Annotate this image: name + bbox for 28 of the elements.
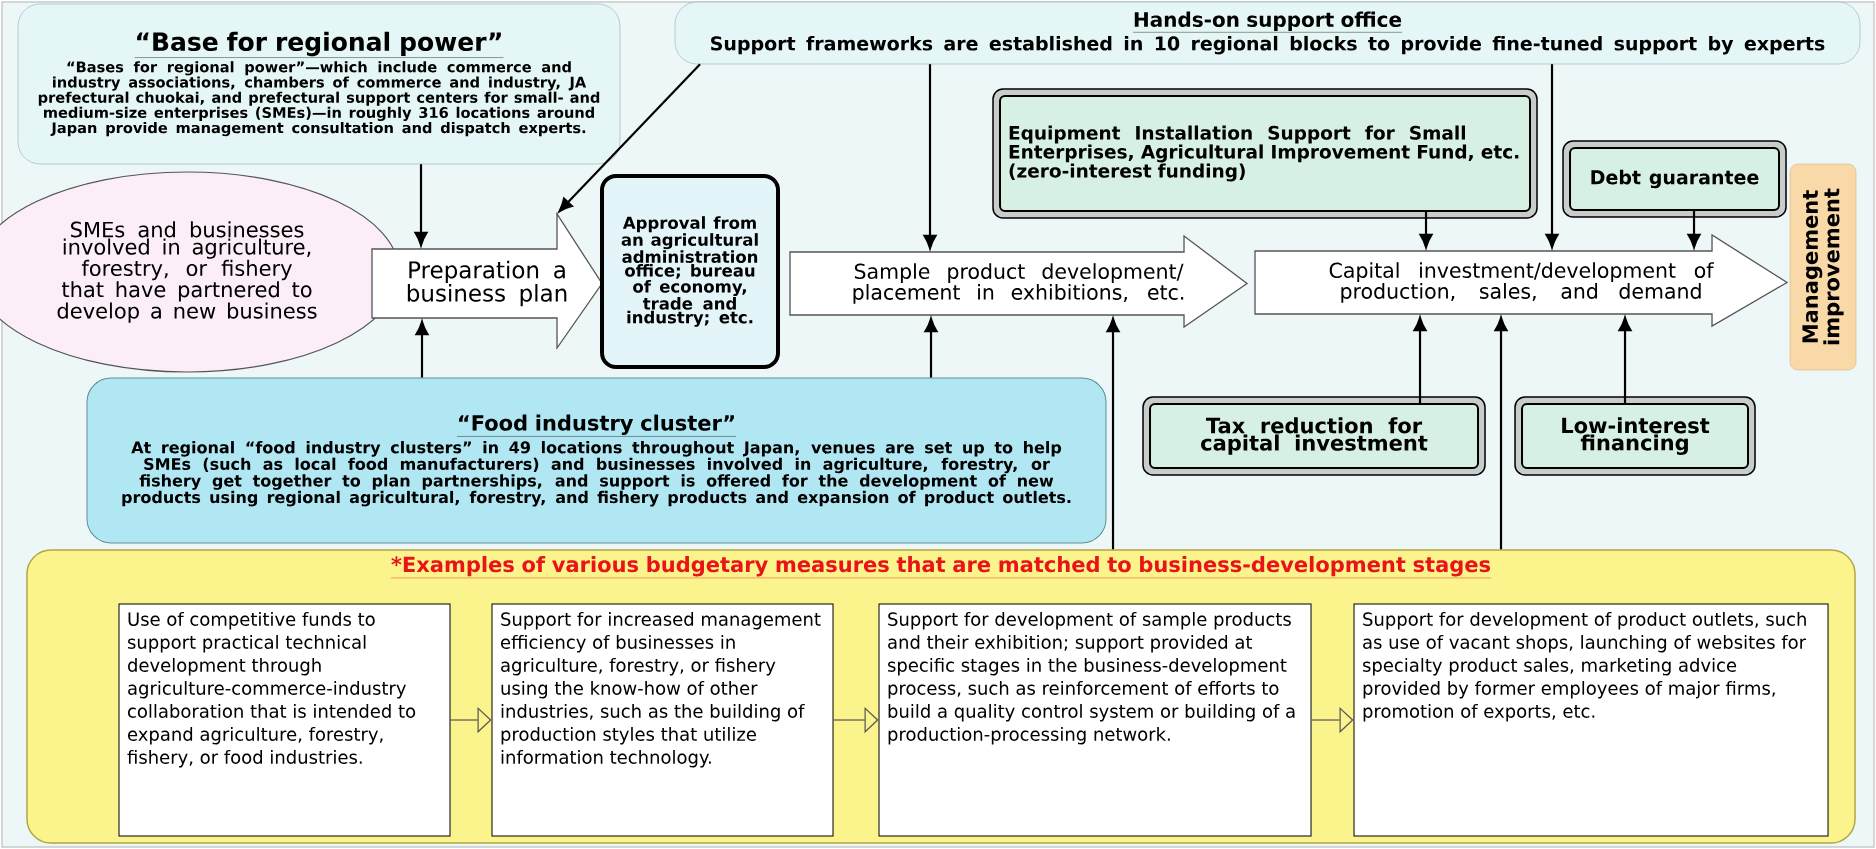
arrow bbox=[1106, 318, 1120, 550]
arrow bbox=[558, 63, 701, 213]
process-step: Preparation a business plan bbox=[371, 211, 603, 351]
arrow bbox=[923, 64, 937, 249]
support-box: Low-interest financing bbox=[1514, 396, 1756, 476]
arrow bbox=[1545, 64, 1559, 248]
text-box: Support for development of sample products and their exhibition; support provided at specific stages in the business-development process, such as reinforcement of efforts to build a quality control system or building of a production-processing network. bbox=[878, 603, 1312, 837]
arrow bbox=[1419, 212, 1433, 248]
arrow bbox=[1618, 317, 1632, 403]
support-box: Equipment Installation Support for Small Enterprises, Agricultural Improvement Fund, etc. (zero-interest funding) bbox=[992, 88, 1538, 219]
process-step: Capital investment/development of production, sales, and demand bbox=[1254, 233, 1789, 328]
approval-box: Approval from an agricultural administration office; bureau of economy, trade and industry; etc. bbox=[600, 174, 780, 369]
info-box: “Food industry cluster” At regional “food industry clusters” in 49 locations throughout Japan, venues are set up to help SMEs (such as local food manufacturers) and businesses involved in agriculture, forestry, or fishery get together to plan partnerships, and support is offered for the development of new products using regional agricultural, forestry, and fishery products and expansion of product outlets. bbox=[86, 377, 1107, 544]
text-box: Support for increased management efficiency of businesses in agriculture, forestry, or fishery using the know-how of other industries, such as the building of production styles that utilize information technology. bbox=[491, 603, 834, 837]
text-box: Use of competitive funds to support practical technical development through agriculture-commerce-industry collaboration that is intended to expand agriculture, forestry, fishery, or food industries. bbox=[118, 603, 451, 837]
process-step: Sample product development/ placement in exhibitions, etc. bbox=[789, 234, 1249, 329]
info-box: Hands-on support office Support frameworks are established in 10 regional blocks to provide fine-tuned support by experts bbox=[674, 1, 1861, 65]
arrow bbox=[924, 318, 938, 378]
support-box: Tax reduction for capital investment bbox=[1142, 396, 1486, 476]
arrow bbox=[415, 321, 429, 378]
info-box: “Base for regional power” “Bases for regional power”—which include commerce and industry associations, chambers of commerce and industry, JA prefectural chuokai, and prefectural support centers for small- and medium-size enterprises (SMEs)—in roughly 316 locations around Japan provide management consultation and dispatch experts. bbox=[17, 3, 621, 165]
arrow bbox=[1494, 317, 1508, 550]
arrow bbox=[1413, 317, 1427, 403]
result-box: Management improvement bbox=[1789, 163, 1857, 371]
arrow bbox=[414, 164, 428, 246]
support-box: Debt guarantee bbox=[1562, 140, 1787, 218]
arrow bbox=[1687, 211, 1701, 248]
text-box: Support for development of product outlets, such as use of vacant shops, launching of websites for specialty product sales, marketing advice provided by former employees of major firms, promotion of exports, etc. bbox=[1353, 603, 1829, 837]
